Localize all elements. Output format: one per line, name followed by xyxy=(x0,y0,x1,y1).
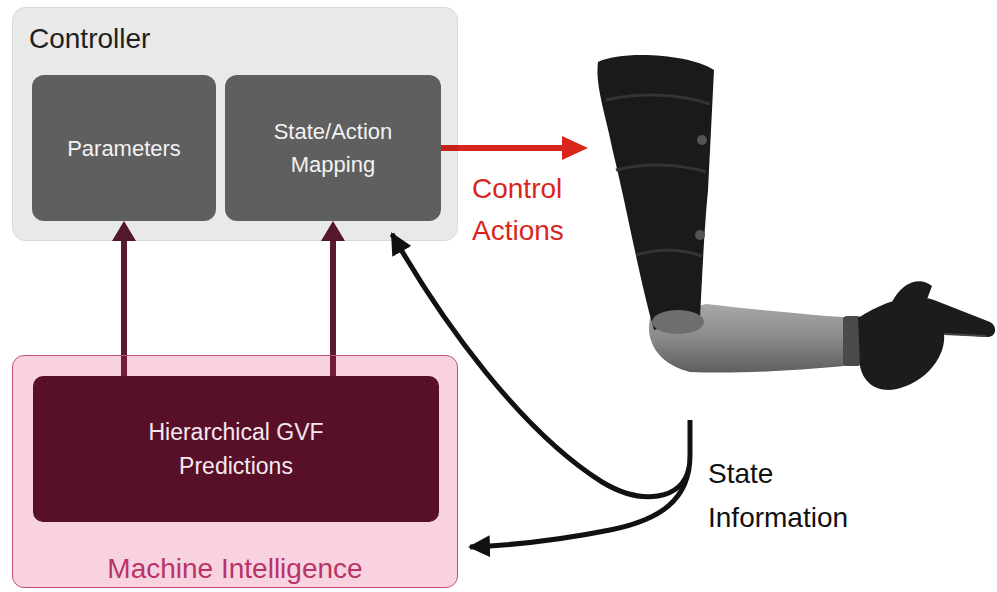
node-text: Machine Intelligence xyxy=(107,553,362,585)
arrow-label: State Information xyxy=(708,452,873,540)
node-text: Hierarchical GVF Predictions xyxy=(136,415,336,483)
node-text: Parameters xyxy=(67,132,181,165)
controller-panel: ControllerParameters State/Action Mapping xyxy=(12,7,458,241)
node-text: State/Action Mapping xyxy=(258,115,408,181)
intelligence-panel: Machine Intelligence Hierarchical GVF Pre… xyxy=(12,355,458,588)
node-text: Controller xyxy=(29,23,441,55)
process-box: Parameters xyxy=(32,75,216,221)
control-actions-arrow xyxy=(441,136,588,160)
state-feedback-arrow xyxy=(470,420,690,547)
arrow-label: Control Actions xyxy=(472,168,602,252)
process-box: State/Action Mapping xyxy=(225,75,441,221)
prediction-arrow xyxy=(321,221,345,376)
prosthetic-arm xyxy=(597,55,995,390)
prediction-box: Hierarchical GVF Predictions xyxy=(33,376,439,522)
prediction-arrow xyxy=(112,221,136,376)
